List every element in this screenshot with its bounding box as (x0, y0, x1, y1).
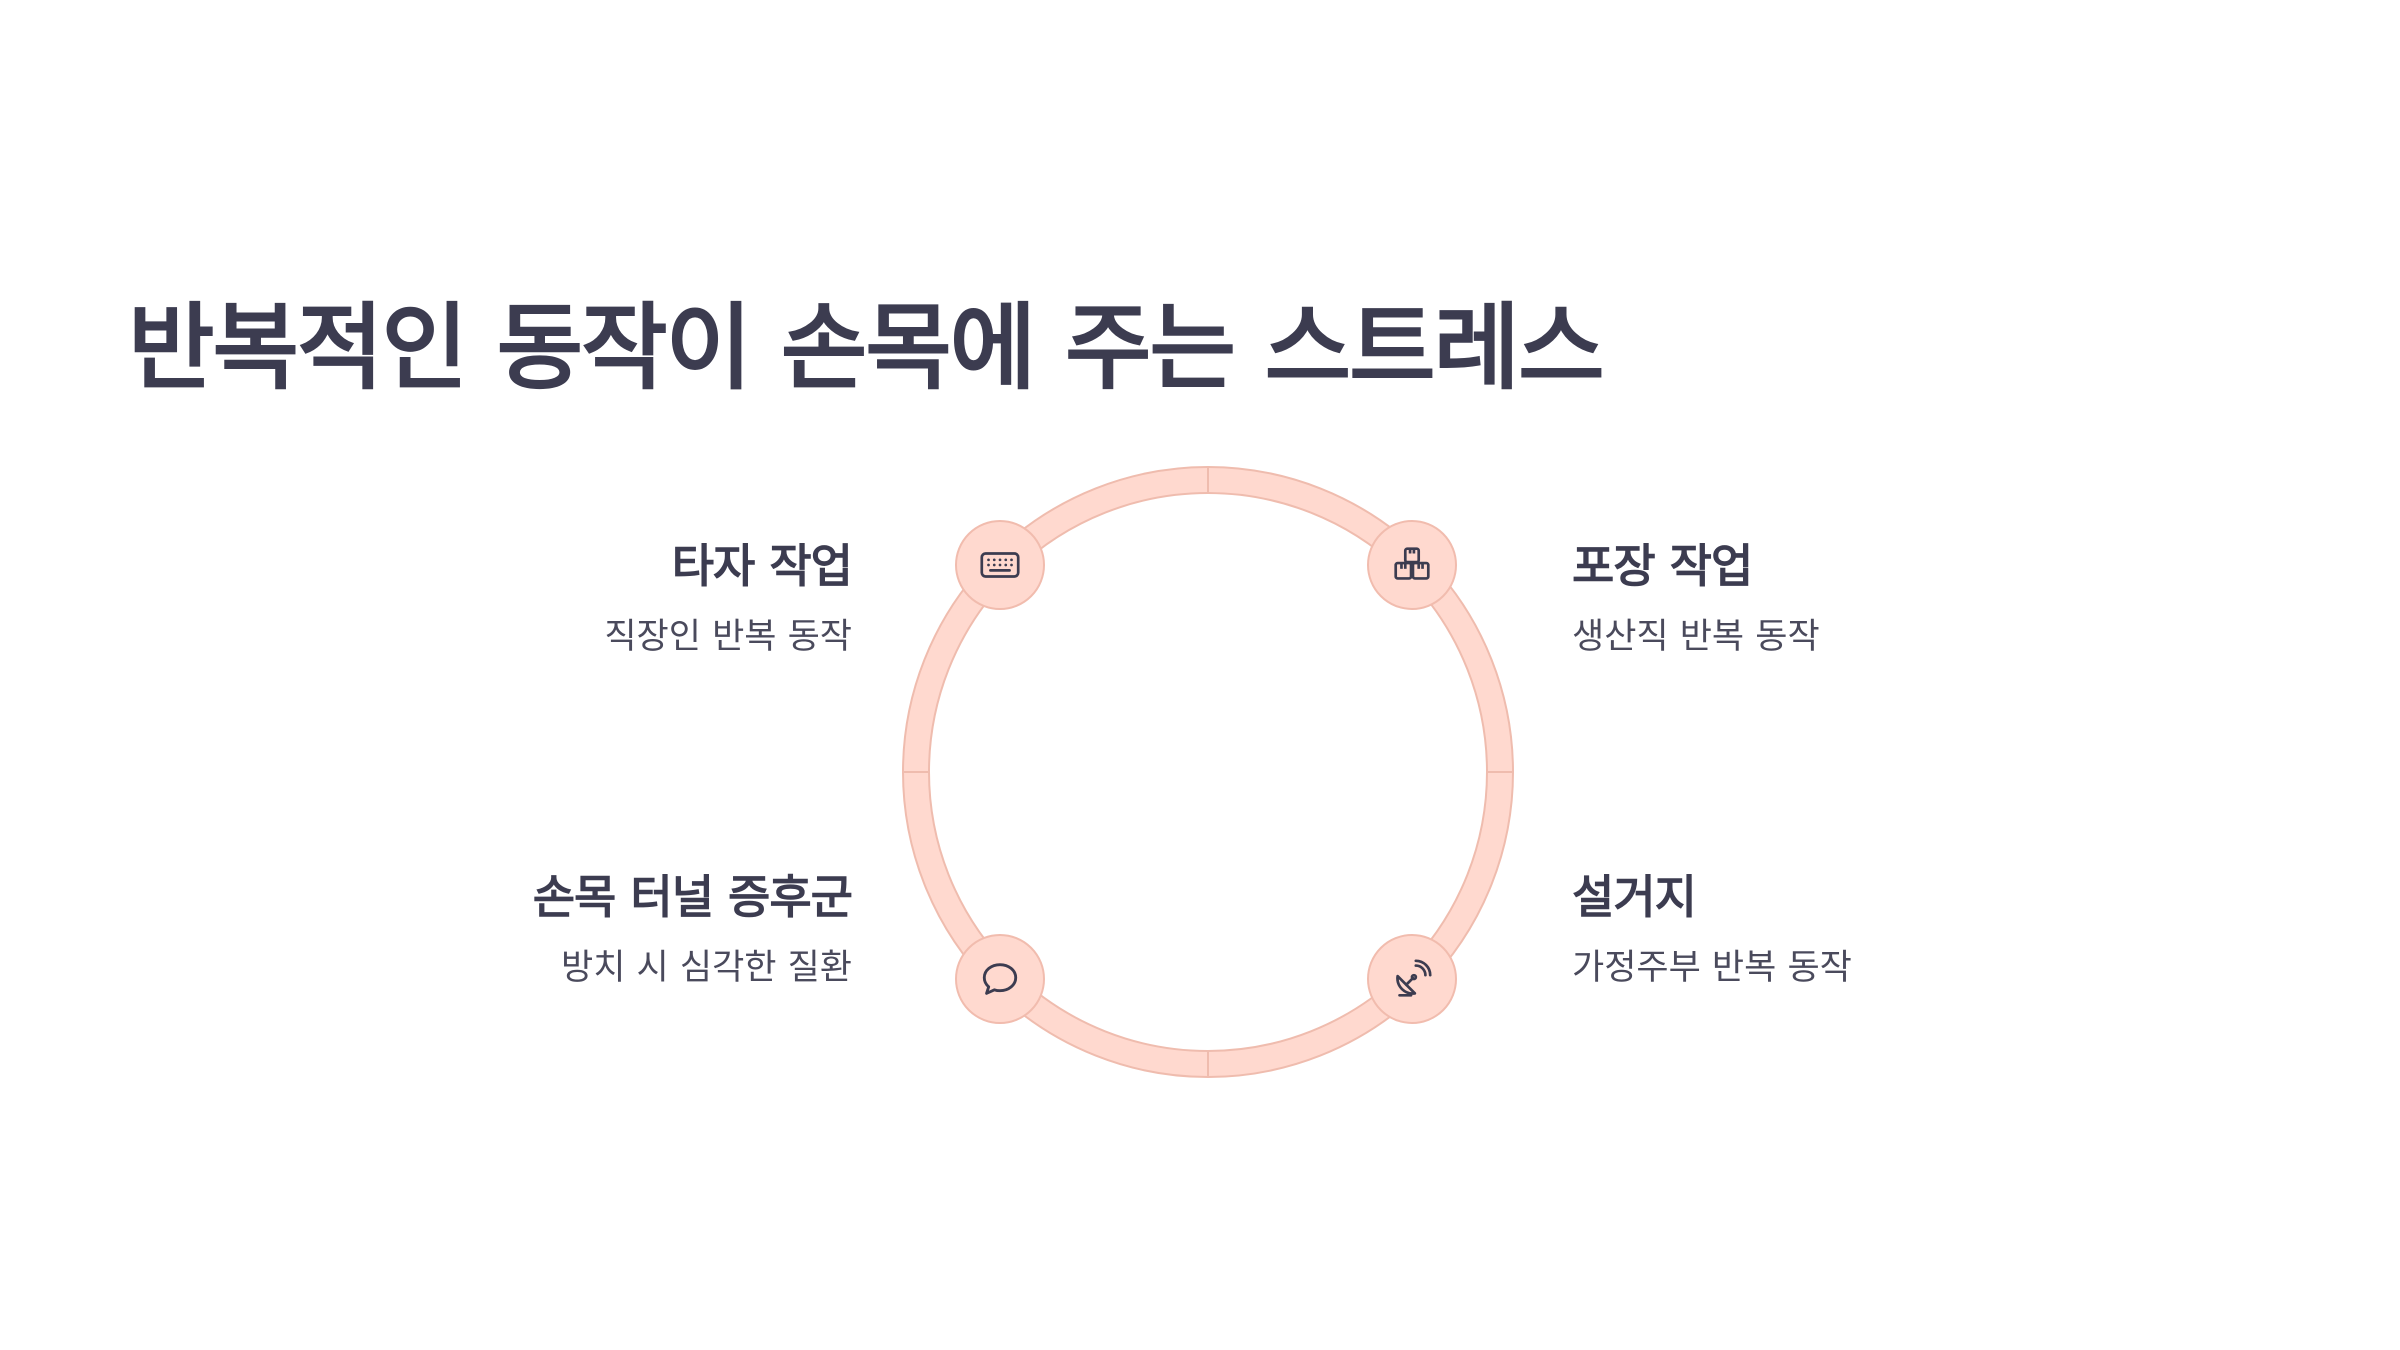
satellite-dish-icon (1396, 959, 1432, 997)
item-description: 방치 시 심각한 질환 (561, 948, 852, 988)
item-dishwashing: 설거지 가정주부 반복 동작 (1572, 867, 2132, 993)
page-title: 반복적인 동작이 손목에 주는 스트레스 (128, 294, 1605, 403)
boxes-icon (1394, 547, 1430, 580)
item-description: 직장인 반복 동작 (604, 617, 852, 657)
chat-bubble-icon (982, 963, 1018, 995)
boxes-node (1367, 520, 1457, 610)
item-title: 설거지 (1572, 870, 1697, 924)
item-packing: 포장 작업 생산직 반복 동작 (1572, 536, 2132, 662)
item-description: 가정주부 반복 동작 (1572, 948, 1852, 988)
keyboard-node (955, 520, 1045, 610)
item-title: 포장 작업 (1572, 539, 1753, 593)
dish-node (1367, 934, 1457, 1024)
item-description: 생산직 반복 동작 (1572, 617, 1820, 657)
item-typing: 타자 작업 직장인 반복 동작 (292, 536, 853, 662)
keyboard-icon (980, 552, 1020, 578)
item-title: 타자 작업 (671, 539, 853, 593)
item-carpal-tunnel: 손목 터널 증후군 방치 시 심각한 질환 (292, 867, 853, 993)
item-title: 손목 터널 증후군 (532, 870, 853, 924)
chat-node (955, 934, 1045, 1024)
